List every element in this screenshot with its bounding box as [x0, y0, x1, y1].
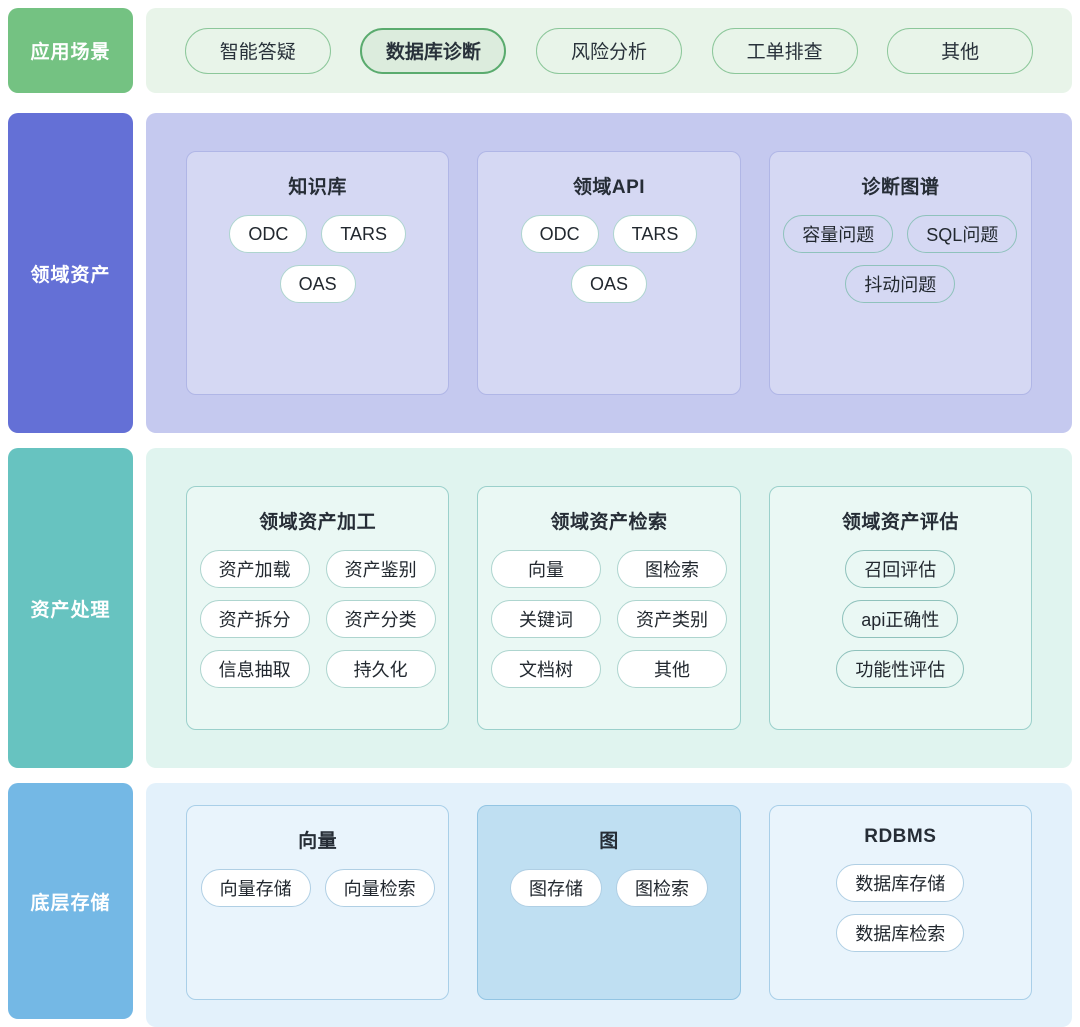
chip-persistence[interactable]: 持久化: [325, 650, 436, 688]
chip-area-knowledge-base: ODC TARS OAS: [187, 215, 448, 303]
scenario-chip-database-diagnosis[interactable]: 数据库诊断: [360, 27, 507, 74]
card-title-diagnosis-graph: 诊断图谱: [861, 177, 940, 198]
card-asset-retrieval[interactable]: 领域资产检索 向量 图检索 关键词 资产类别 文档树 其他: [477, 486, 741, 730]
row-asset-processing: 资产处理 领域资产加工 资产加载 资产鉴别 资产拆分 资产分类 信息抽取 持久化…: [0, 448, 1080, 768]
row-domain-assets: 领域资产 知识库 ODC TARS OAS 领域API ODC TARS: [0, 113, 1080, 433]
chip-tars[interactable]: TARS: [321, 215, 406, 253]
card-asset-evaluation[interactable]: 领域资产评估 召回评估 api正确性 功能性评估: [768, 486, 1032, 730]
scenario-chip-intelligent-qa[interactable]: 智能答疑: [184, 27, 331, 74]
row-label-domain-assets: 领域资产: [8, 113, 133, 433]
chip-asset-classify[interactable]: 资产分类: [325, 600, 436, 638]
chip-sql-issue[interactable]: SQL问题: [907, 215, 1018, 253]
card-knowledge-base[interactable]: 知识库 ODC TARS OAS: [186, 151, 450, 395]
chip-other[interactable]: 其他: [616, 650, 727, 688]
card-title-rdbms: RDBMS: [864, 826, 937, 847]
chip-api-correctness[interactable]: api正确性: [842, 600, 959, 638]
card-diagnosis-graph[interactable]: 诊断图谱 容量问题 SQL问题 抖动问题: [768, 151, 1032, 395]
card-title-graph: 图: [599, 831, 619, 852]
chip-area-diagnosis-graph: 容量问题 SQL问题 抖动问题: [770, 215, 1031, 303]
chip-vector[interactable]: 向量: [490, 550, 601, 588]
chip-database-retrieval[interactable]: 数据库检索: [836, 914, 965, 952]
card-title-asset-authoring: 领域资产加工: [259, 512, 377, 533]
chip-oas[interactable]: OAS: [279, 265, 356, 303]
chip-asset-load[interactable]: 资产加载: [199, 550, 310, 588]
scenario-chip-risk-analysis[interactable]: 风险分析: [535, 27, 682, 74]
asset-processing-card-grid: 领域资产加工 资产加载 资产鉴别 资产拆分 资产分类 信息抽取 持久化 领域资产…: [186, 486, 1032, 730]
chip-graph-storage[interactable]: 图存储: [509, 869, 602, 907]
row-label-application-scenario: 应用场景: [8, 8, 133, 93]
chip-document-tree[interactable]: 文档树: [490, 650, 601, 688]
row-label-asset-processing: 资产处理: [8, 448, 133, 768]
card-graph-store[interactable]: 图 图存储 图检索: [477, 805, 741, 1000]
card-title-vector: 向量: [298, 831, 338, 852]
card-asset-authoring[interactable]: 领域资产加工 资产加载 资产鉴别 资产拆分 资产分类 信息抽取 持久化: [186, 486, 450, 730]
chip-graph-retrieval[interactable]: 图检索: [616, 550, 727, 588]
domain-assets-body: 知识库 ODC TARS OAS 领域API ODC TARS OAS: [146, 113, 1072, 433]
row-underlying-storage: 底层存储 向量 向量存储 向量检索 图 图存储 图检索: [0, 783, 1080, 1027]
card-title-asset-evaluation: 领域资产评估: [841, 512, 959, 533]
underlying-storage-body: 向量 向量存储 向量检索 图 图存储 图检索 RDBMS: [146, 783, 1072, 1027]
chip-recall-evaluation[interactable]: 召回评估: [845, 550, 956, 588]
card-rdbms[interactable]: RDBMS 数据库存储 数据库检索: [768, 805, 1032, 1000]
card-title-asset-retrieval: 领域资产检索: [550, 512, 668, 533]
row-application-scenario: 应用场景 智能答疑 数据库诊断 风险分析 工单排查 其他: [0, 8, 1080, 93]
row-label-underlying-storage: 底层存储: [8, 783, 133, 1019]
chip-tars[interactable]: TARS: [612, 215, 698, 253]
chip-graph-retrieval[interactable]: 图检索: [615, 869, 708, 907]
chip-odc[interactable]: ODC: [229, 215, 308, 253]
chip-area-rdbms: 数据库存储 数据库检索: [770, 864, 1031, 952]
chip-area-vector: 向量存储 向量检索: [187, 869, 448, 907]
card-vector-store[interactable]: 向量 向量存储 向量检索: [186, 805, 450, 1000]
chip-functional-evaluation[interactable]: 功能性评估: [836, 650, 965, 688]
chip-oas[interactable]: OAS: [570, 265, 647, 303]
chip-database-storage[interactable]: 数据库存储: [836, 864, 965, 902]
chip-area-graph: 图存储 图检索: [478, 869, 739, 907]
scenario-chip-bar: 智能答疑 数据库诊断 风险分析 工单排查 其他: [146, 8, 1072, 93]
asset-processing-body: 领域资产加工 资产加载 资产鉴别 资产拆分 资产分类 信息抽取 持久化 领域资产…: [146, 448, 1072, 768]
chip-asset-category[interactable]: 资产类别: [616, 600, 727, 638]
chip-info-extraction[interactable]: 信息抽取: [199, 650, 310, 688]
chip-jitter-issue[interactable]: 抖动问题: [845, 265, 956, 303]
chip-area-domain-api: ODC TARS OAS: [478, 215, 739, 303]
scenario-chip-other[interactable]: 其他: [887, 27, 1034, 74]
chip-asset-split[interactable]: 资产拆分: [199, 600, 310, 638]
underlying-storage-card-grid: 向量 向量存储 向量检索 图 图存储 图检索 RDBMS: [186, 805, 1032, 1000]
card-title-knowledge-base: 知识库: [288, 177, 347, 198]
chip-vector-retrieval[interactable]: 向量检索: [324, 869, 435, 907]
domain-assets-card-grid: 知识库 ODC TARS OAS 领域API ODC TARS OAS: [186, 151, 1032, 395]
scenario-chip-ticket-triage[interactable]: 工单排查: [711, 27, 858, 74]
chip-asset-identify[interactable]: 资产鉴别: [325, 550, 436, 588]
chip-area-asset-authoring: 资产加载 资产鉴别 资产拆分 资产分类 信息抽取 持久化: [187, 550, 448, 688]
card-domain-api[interactable]: 领域API ODC TARS OAS: [477, 151, 741, 395]
chip-odc[interactable]: ODC: [520, 215, 599, 253]
chip-vector-storage[interactable]: 向量存储: [200, 869, 311, 907]
chip-area-asset-retrieval: 向量 图检索 关键词 资产类别 文档树 其他: [478, 550, 739, 688]
chip-keyword[interactable]: 关键词: [490, 600, 601, 638]
chip-capacity-issue[interactable]: 容量问题: [783, 215, 894, 253]
card-title-domain-api: 领域API: [572, 177, 646, 198]
chip-area-asset-evaluation: 召回评估 api正确性 功能性评估: [770, 550, 1031, 688]
